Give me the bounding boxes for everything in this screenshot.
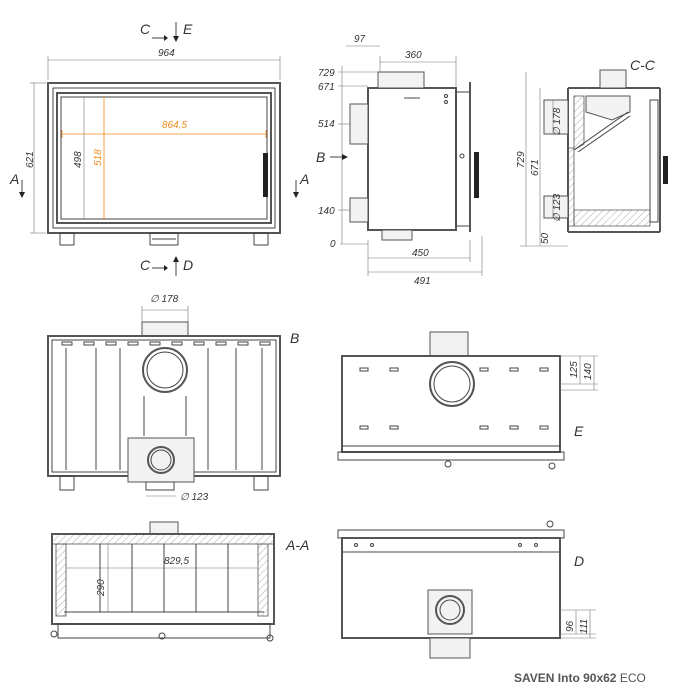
view-label-b: B — [290, 330, 299, 346]
dim-671-side: 671 — [318, 82, 335, 93]
dim-96: 96 — [565, 620, 576, 632]
section-c-c: C-C 729 671 ∅ 178 ∅ 123 50 — [516, 57, 668, 247]
dim-729-side: 729 — [318, 68, 335, 79]
dim-97: 97 — [354, 34, 366, 45]
vent-slot — [237, 341, 249, 346]
dim-829-5: 829,5 — [164, 556, 189, 567]
product-variant: ECO — [616, 671, 645, 685]
vent-slot — [149, 341, 161, 346]
vent-slot — [359, 425, 369, 430]
dim-360: 360 — [405, 50, 422, 61]
view-label-e: E — [574, 423, 584, 439]
dim-inner-height-498: 498 — [73, 151, 84, 168]
section-a-a: A-A 829,5 290 — [50, 521, 309, 642]
dim-50: 50 — [540, 232, 551, 244]
dim-514: 514 — [318, 119, 335, 130]
vent-slot — [389, 425, 399, 430]
vent-slot — [479, 367, 489, 372]
section-mark-a-right: A — [299, 171, 309, 187]
bolt-hole — [518, 543, 522, 547]
vent-slot — [171, 341, 183, 346]
dim-125: 125 — [569, 361, 580, 378]
product-name: SAVEN Into 90x62 — [514, 671, 617, 685]
dim-729-cc: 729 — [516, 151, 527, 168]
section-mark-a-left: A — [9, 171, 19, 187]
door-handle — [263, 153, 268, 197]
vent-slot — [105, 341, 117, 346]
dim-450: 450 — [412, 248, 429, 259]
vent-slot — [509, 367, 519, 372]
section-mark-e: E — [183, 21, 193, 37]
dim-glass-height-518: 518 — [93, 149, 104, 166]
dim-491: 491 — [414, 276, 431, 287]
vent-slot — [359, 367, 369, 372]
vent-slot — [259, 341, 271, 346]
bolt-hole — [534, 543, 538, 547]
section-mark-c-top: C — [140, 21, 151, 37]
dim-111: 111 — [579, 619, 590, 634]
dim-290: 290 — [96, 579, 107, 597]
dim-d178-cc: ∅ 178 — [552, 107, 563, 136]
dim-140-side: 140 — [318, 206, 335, 217]
dim-d123-back: ∅ 123 — [180, 492, 209, 503]
dim-width-964: 964 — [158, 48, 175, 59]
side-view: 97 360 729 671 514 140 0 450 491 B — [316, 34, 483, 287]
vent-slot — [509, 425, 519, 430]
dim-d123-cc: ∅ 123 — [552, 193, 563, 222]
air-inlet-side — [349, 103, 369, 145]
section-mark-c-bottom: C — [140, 257, 151, 273]
product-title: SAVEN Into 90x62 ECO — [514, 671, 646, 685]
bolt-hole — [354, 543, 358, 547]
view-d: D 96 111 — [337, 520, 596, 659]
dim-671-cc: 671 — [530, 159, 541, 176]
vent-slot — [215, 341, 227, 346]
vent-slot — [127, 341, 139, 346]
dim-0: 0 — [330, 239, 336, 250]
vent-slot — [539, 367, 549, 372]
bolt-hole — [370, 543, 374, 547]
dim-height-621: 621 — [25, 151, 36, 168]
dim-140-top: 140 — [583, 363, 594, 380]
vent-slot — [479, 425, 489, 430]
front-view: 964 621 864,5 518 498 C E C D A A — [9, 21, 309, 276]
view-label-d: D — [574, 553, 584, 569]
vent-slot — [61, 341, 73, 346]
vent-slot — [193, 341, 205, 346]
section-mark-d: D — [183, 257, 193, 273]
vent-slot — [83, 341, 95, 346]
section-mark-b: B — [316, 149, 325, 165]
section-label-c-c: C-C — [630, 57, 656, 73]
dim-glass-width-864-5: 864,5 — [162, 120, 187, 131]
view-b: B ∅ 178 ∅ 123 — [47, 294, 299, 503]
view-e: E 125 140 — [337, 331, 598, 470]
flue-outlet-top — [377, 71, 425, 89]
dim-d178-back: ∅ 178 — [150, 294, 179, 305]
vent-slot — [389, 367, 399, 372]
vent-slot — [539, 425, 549, 430]
section-label-a-a: A-A — [285, 537, 309, 553]
